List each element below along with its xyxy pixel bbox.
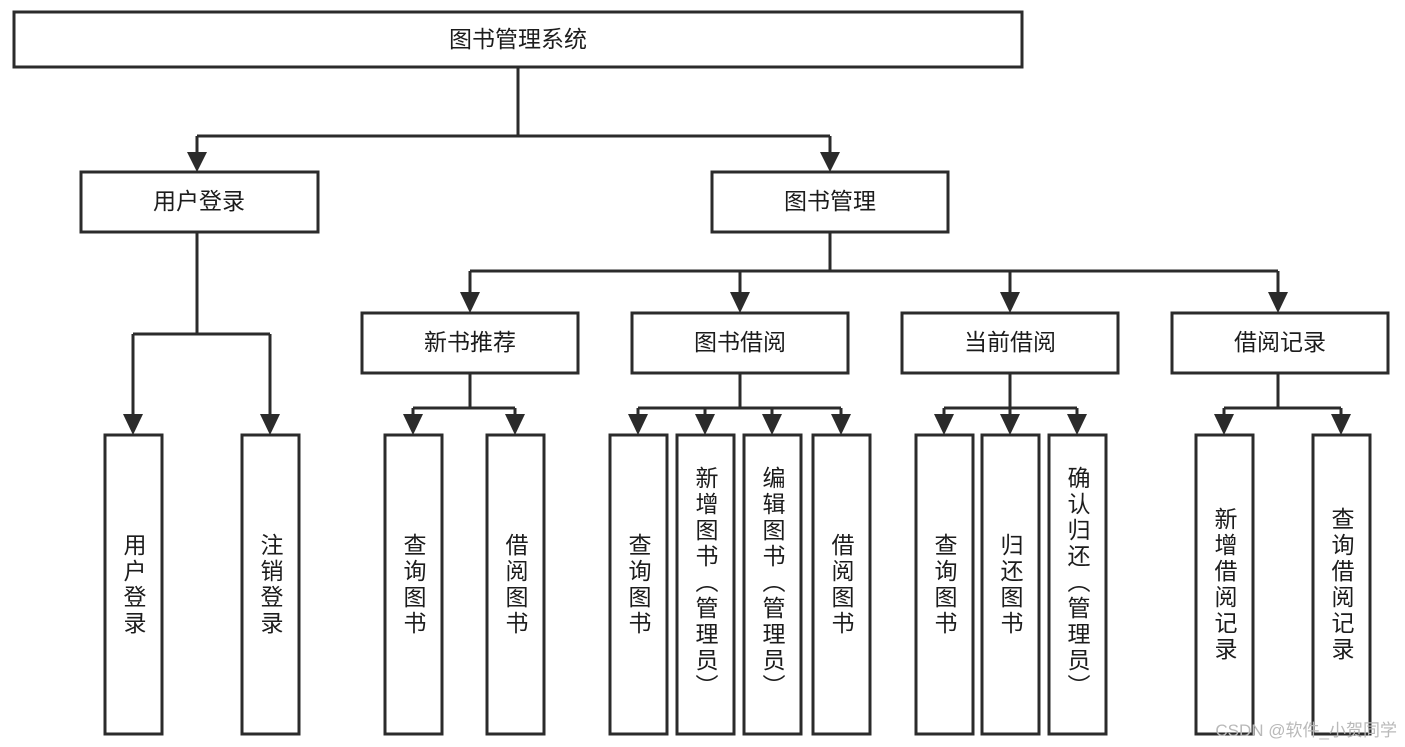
leaf-node[interactable]: 借阅图书 <box>811 433 872 736</box>
node-root-label: 图书管理系统 <box>449 26 587 52</box>
node-new-book-rec-box[interactable] <box>360 311 580 375</box>
connector-group-current-borrow <box>934 373 1087 435</box>
node-new-book-rec[interactable]: 新书推荐 <box>360 311 580 375</box>
arrow-book-borrow-leaf-3-icon <box>831 414 851 435</box>
leaf-node[interactable]: 查询图书 <box>914 433 975 736</box>
arrow-book-borrow-leaf-1-icon <box>695 414 715 435</box>
leaf-node[interactable]: 注销登录 <box>240 433 301 736</box>
leaf-current-borrow-1-label: 归还图书 <box>997 533 1024 637</box>
leaf-book-borrow-1-label: 新增图书（管理员） <box>692 466 719 700</box>
arrow-book-borrow-leaf-2-icon <box>762 414 782 435</box>
leaf-borrow-record-0-label: 新增借阅记录 <box>1211 507 1238 663</box>
arrow-new-book-leaf-0-icon <box>403 414 423 435</box>
node-current-borrow[interactable]: 当前借阅 <box>900 311 1120 375</box>
connector-group-root <box>187 67 840 172</box>
leaf-current-borrow-2-label: 确认归还（管理员） <box>1064 466 1091 700</box>
leaf-book-borrow-0-box[interactable] <box>608 433 669 736</box>
leaf-node[interactable]: 查询图书 <box>383 433 444 736</box>
connector-group-new-book-rec <box>403 373 525 435</box>
leaf-node[interactable]: 查询图书 <box>608 433 669 736</box>
arrow-current-borrow-leaf-2-icon <box>1067 414 1087 435</box>
node-user-login-label: 用户登录 <box>153 188 245 214</box>
connector-group-book-borrow <box>628 373 851 435</box>
leaf-node[interactable]: 借阅图书 <box>485 433 546 736</box>
leaf-node[interactable]: 归还图书 <box>980 433 1041 736</box>
leaf-book-borrow-0-label: 查询图书 <box>625 533 652 637</box>
arrow-root-to-user-login-icon <box>187 152 207 172</box>
connector-group-borrow-record <box>1214 373 1351 435</box>
leaf-book-borrow-3-box[interactable] <box>811 433 872 736</box>
connector-group-user-login <box>123 232 280 435</box>
node-root-box[interactable] <box>12 10 1024 69</box>
node-root[interactable]: 图书管理系统 <box>12 10 1024 69</box>
node-current-borrow-box[interactable] <box>900 311 1120 375</box>
arrow-borrow-record-leaf-1-icon <box>1331 414 1351 435</box>
arrow-user-login-leaf-0-icon <box>123 414 143 435</box>
leaf-user-login-1-label: 注销登录 <box>257 533 284 637</box>
leaf-node[interactable]: 新增借阅记录 <box>1194 433 1255 736</box>
node-book-borrow[interactable]: 图书借阅 <box>630 311 850 375</box>
leaf-current-borrow-2-box[interactable] <box>1047 433 1108 736</box>
node-book-manage-label: 图书管理 <box>784 188 876 214</box>
node-borrow-record[interactable]: 借阅记录 <box>1170 311 1390 375</box>
leaf-node[interactable]: 确认归还（管理员） <box>1047 433 1108 736</box>
leaf-current-borrow-0-label: 查询图书 <box>931 533 958 637</box>
leaf-new-book-rec-1-label: 借阅图书 <box>502 533 529 637</box>
node-new-book-rec-label: 新书推荐 <box>424 329 516 355</box>
leaf-user-login-0-box[interactable] <box>103 433 164 736</box>
arrow-borrow-record-leaf-0-icon <box>1214 414 1234 435</box>
arrow-current-borrow-leaf-0-icon <box>934 414 954 435</box>
leaf-node[interactable]: 用户登录 <box>103 433 164 736</box>
node-book-borrow-label: 图书借阅 <box>694 329 786 355</box>
leaf-new-book-rec-0-box[interactable] <box>383 433 444 736</box>
arrow-user-login-leaf-1-icon <box>260 414 280 435</box>
node-book-borrow-box[interactable] <box>630 311 850 375</box>
leaf-new-book-rec-1-box[interactable] <box>485 433 546 736</box>
connector-group-book-manage <box>460 232 1288 313</box>
leaf-node[interactable]: 查询借阅记录 <box>1311 433 1372 736</box>
node-borrow-record-box[interactable] <box>1170 311 1390 375</box>
node-user-login-box[interactable] <box>79 170 320 234</box>
leaf-current-borrow-1-box[interactable] <box>980 433 1041 736</box>
node-user-login[interactable]: 用户登录 <box>79 170 320 234</box>
leaf-book-borrow-3-label: 借阅图书 <box>828 533 855 637</box>
leaf-borrow-record-1-label: 查询借阅记录 <box>1328 507 1355 663</box>
watermark-text: CSDN @软件_小贺同学 <box>1215 721 1397 740</box>
leaf-borrow-record-0-box[interactable] <box>1194 433 1255 736</box>
arrow-book-manage-to-borrow-record-icon <box>1268 292 1288 313</box>
node-borrow-record-label: 借阅记录 <box>1234 329 1326 355</box>
leaf-current-borrow-0-box[interactable] <box>914 433 975 736</box>
arrow-new-book-leaf-1-icon <box>505 414 525 435</box>
arrow-book-manage-to-book-borrow-icon <box>730 292 750 313</box>
arrow-root-to-book-manage-icon <box>820 152 840 172</box>
leaf-book-borrow-1-box[interactable] <box>675 433 736 736</box>
leaf-user-login-0-label: 用户登录 <box>120 533 147 637</box>
arrow-current-borrow-leaf-1-icon <box>1000 414 1020 435</box>
node-current-borrow-label: 当前借阅 <box>964 329 1056 355</box>
node-book-manage[interactable]: 图书管理 <box>710 170 950 234</box>
arrow-book-manage-to-new-book-icon <box>460 292 480 313</box>
node-book-manage-box[interactable] <box>710 170 950 234</box>
arrow-book-borrow-leaf-0-icon <box>628 414 648 435</box>
arrow-book-manage-to-current-borrow-icon <box>1000 292 1020 313</box>
leaf-node[interactable]: 新增图书（管理员） <box>675 433 736 736</box>
leaf-book-borrow-2-label: 编辑图书（管理员） <box>759 466 786 700</box>
leaf-book-borrow-2-box[interactable] <box>742 433 803 736</box>
leaf-borrow-record-1-box[interactable] <box>1311 433 1372 736</box>
leaf-user-login-1-box[interactable] <box>240 433 301 736</box>
leaf-node[interactable]: 编辑图书（管理员） <box>742 433 803 736</box>
leaf-new-book-rec-0-label: 查询图书 <box>400 533 427 637</box>
